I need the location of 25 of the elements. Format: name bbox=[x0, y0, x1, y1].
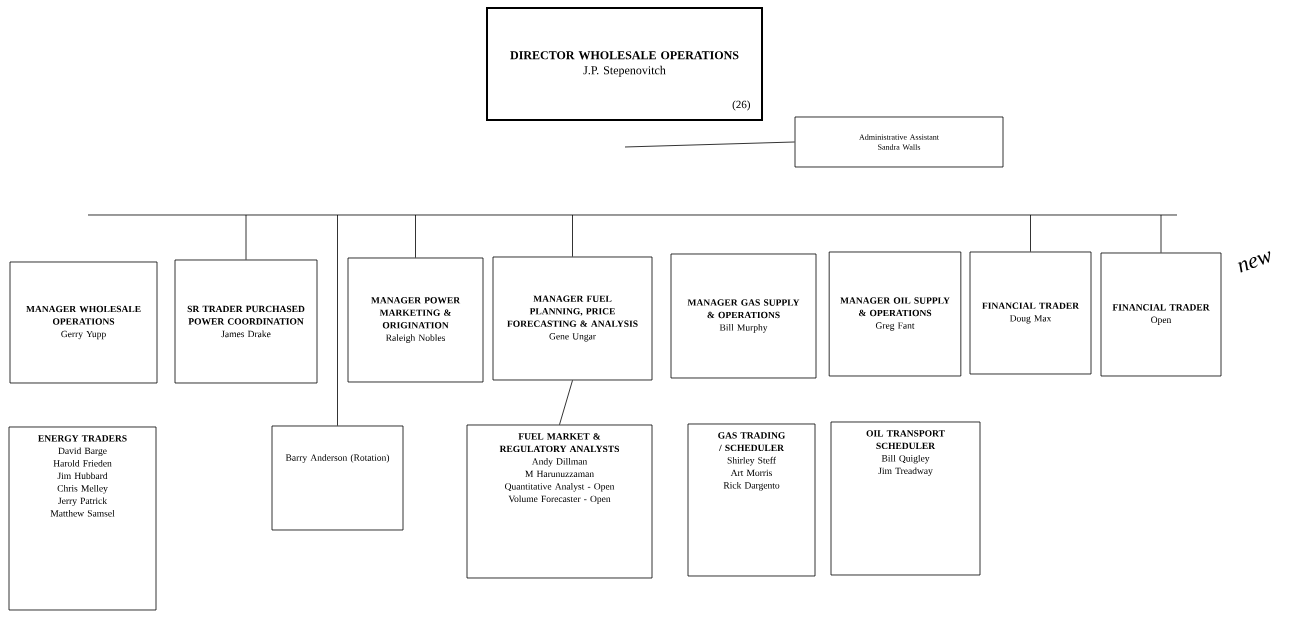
position-box: FUEL MARKET & REGULATORY ANALYSTS Andy Dillman M Harunuzzaman Quantitative Analyst - Open Volume Forecaster - Open bbox=[466, 424, 653, 579]
connector-line bbox=[624, 141, 795, 148]
position-box: OIL TRANSPORT SCHEDULER Bill Quigley Jim Treadway bbox=[830, 421, 981, 576]
connector-line bbox=[572, 214, 573, 257]
position-box: MANAGER POWER MARKETING & ORIGINATION Raleigh Nobles bbox=[347, 257, 484, 383]
staff-count: (26) bbox=[732, 100, 750, 111]
position-box: MANAGER GAS SUPPLY & OPERATIONS Bill Murphy bbox=[670, 253, 817, 379]
connector-line bbox=[1160, 214, 1162, 253]
connector-line bbox=[337, 214, 338, 426]
connector-line bbox=[415, 214, 416, 258]
connector-line bbox=[1030, 214, 1031, 252]
title-box: DIRECTOR WHOLESALE OPERATIONS J.P. Stepenovitch (26) bbox=[486, 7, 763, 121]
position-box: MANAGER FUEL PLANNING, PRICE FORECASTING & ANALYSIS Gene Ungar bbox=[492, 256, 653, 381]
connector-line bbox=[87, 214, 1178, 216]
position-box: SR TRADER PURCHASED POWER COORDINATION James Drake bbox=[174, 259, 318, 384]
position-box: Administrative Assistant Sandra Walls bbox=[794, 116, 1004, 168]
position-box: MANAGER WHOLESALE OPERATIONS Gerry Yupp bbox=[9, 261, 158, 384]
position-box: GAS TRADING / SCHEDULER Shirley Steff Art Morris Rick Dargento bbox=[687, 423, 816, 577]
position-box: Barry Anderson (Rotation) bbox=[271, 425, 404, 531]
position-box: ENERGY TRADERS David Barge Harold Frieden Jim Hubbard Chris Melley Jerry Patrick Matthew Samsel bbox=[8, 426, 157, 611]
connector-line bbox=[559, 380, 573, 425]
connector-line bbox=[245, 214, 247, 260]
position-box: FINANCIAL TRADER Open bbox=[1100, 252, 1222, 377]
position-box: MANAGER OIL SUPPLY & OPERATIONS Greg Fant bbox=[828, 251, 962, 377]
position-box: FINANCIAL TRADER Doug Max bbox=[969, 251, 1092, 375]
